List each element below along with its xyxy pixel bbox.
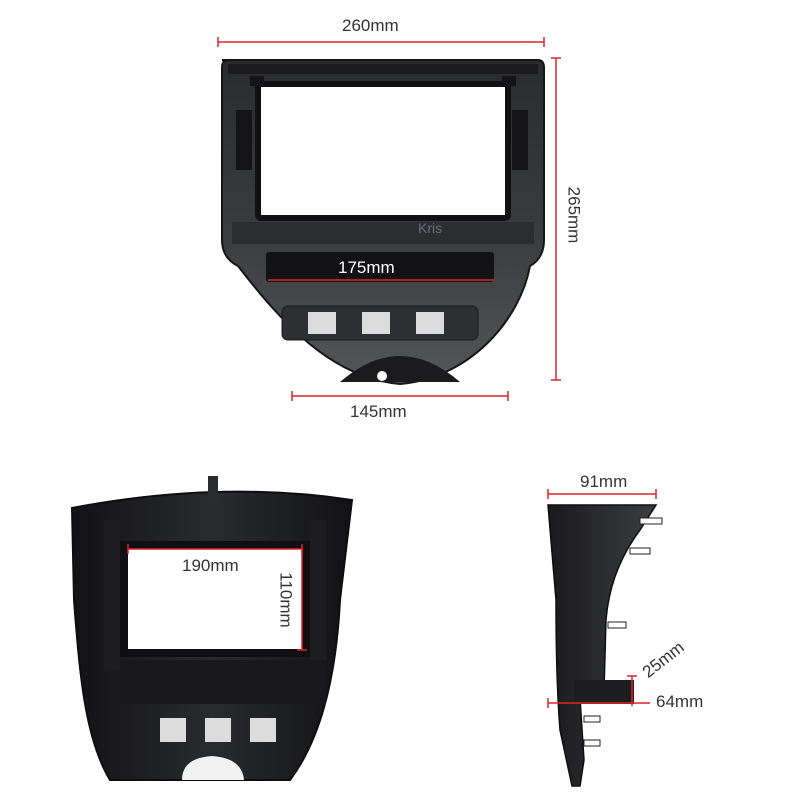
front-slot-label: 175mm <box>338 258 395 277</box>
front-width-label: 260mm <box>342 16 399 35</box>
watermark-text: Kris <box>418 220 443 236</box>
side-top-depth-label: 91mm <box>580 472 628 491</box>
side-dimension-lines <box>547 489 657 708</box>
back-opening-height-label: 110mm <box>276 572 296 628</box>
side-bottom-depth-label: 64mm <box>656 692 704 711</box>
back-opening-width-label: 190mm <box>182 556 239 575</box>
back-view-frame <box>70 476 354 781</box>
back-dimension-lines <box>127 544 307 651</box>
front-view-frame <box>221 59 545 386</box>
front-bottom-width-label: 145mm <box>350 402 407 421</box>
front-height-label: 265mm <box>564 186 584 244</box>
front-dimension-lines <box>217 37 561 401</box>
side-view-profile <box>547 504 663 787</box>
